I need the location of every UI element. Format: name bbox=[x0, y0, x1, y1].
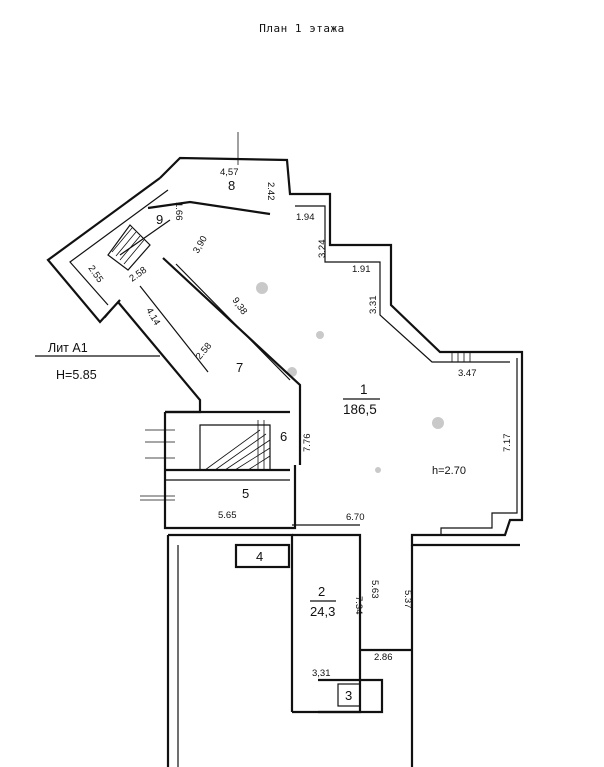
dim-4-57: 4,57 bbox=[220, 167, 239, 178]
dim-5-65: 5.65 bbox=[218, 510, 237, 521]
room-3-number: 3 bbox=[345, 688, 352, 703]
dim-3-24: 3.24 bbox=[317, 240, 328, 259]
ceiling-height: h=2.70 bbox=[432, 465, 466, 477]
dim-2-86: 2.86 bbox=[374, 652, 393, 663]
dim-2-55: 2.55 bbox=[86, 263, 106, 284]
dim-3-90: 3,90 bbox=[191, 234, 210, 256]
lit-name: Лит А1 bbox=[48, 341, 88, 355]
building-walls bbox=[46, 156, 524, 767]
dim-1-66: 1.66 bbox=[173, 202, 184, 221]
scan-noise bbox=[256, 282, 444, 473]
dim-2-42: 2.42 bbox=[265, 182, 276, 201]
dim-4-14: 4.14 bbox=[143, 306, 162, 328]
dim-7-17: 7.17 bbox=[502, 434, 513, 453]
room-1-area: 186,5 bbox=[343, 402, 377, 417]
room-9-number: 9 bbox=[156, 212, 163, 227]
stairs bbox=[107, 224, 471, 471]
lit-label-group: Лит А1 Н=5.85 bbox=[35, 341, 160, 382]
room-7-number: 7 bbox=[236, 360, 243, 375]
entrance-marks bbox=[104, 132, 239, 501]
dim-7-76: 7.76 bbox=[302, 434, 313, 453]
dim-3-47: 3.47 bbox=[458, 368, 477, 379]
room-5-number: 5 bbox=[242, 486, 249, 501]
room-6-number: 6 bbox=[280, 429, 287, 444]
dim-1-94: 1.94 bbox=[296, 212, 315, 223]
room-2-number: 2 bbox=[318, 584, 325, 599]
dim-3-31-top: 3.31 bbox=[368, 296, 379, 315]
dim-3-31-bottom: 3,31 bbox=[312, 668, 331, 679]
dim-6-70: 6.70 bbox=[346, 512, 365, 523]
dim-1-91: 1.91 bbox=[352, 264, 371, 275]
room-1-number: 1 bbox=[360, 382, 368, 397]
room-4-number: 4 bbox=[256, 549, 263, 564]
dim-7-34: 7.34 bbox=[353, 596, 364, 615]
room-8-number: 8 bbox=[228, 178, 235, 193]
dim-5-37: 5.37 bbox=[402, 590, 413, 609]
dim-9-38: 9,38 bbox=[230, 295, 250, 316]
plan-title: План 1 этажа bbox=[259, 22, 345, 35]
dim-5-63: 5.63 bbox=[369, 580, 380, 599]
room-2-area: 24,3 bbox=[310, 604, 335, 619]
room-labels: 1 186,5 2 24,3 3 4 5 6 7 8 9 h=2.70 bbox=[156, 178, 466, 703]
lit-height: Н=5.85 bbox=[56, 368, 97, 382]
